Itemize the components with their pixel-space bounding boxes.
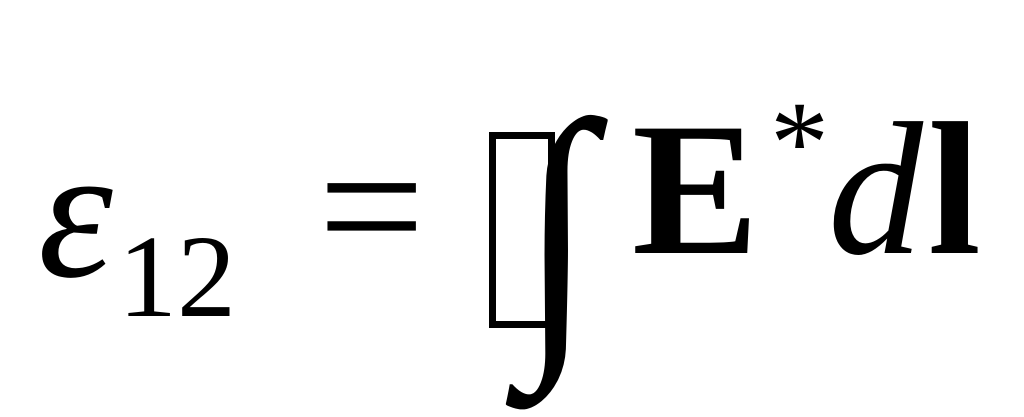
missing-glyph-box [489,132,555,328]
emf-subscript: 12 [118,211,236,342]
electric-field-symbol: E [632,85,759,295]
superscript-star: * [770,77,829,208]
line-element-symbol: l [928,85,981,295]
contour-integral-sign: ∫ [520,62,594,394]
equals-sign: = [318,102,426,312]
emf-symbol: ε [38,108,113,318]
differential-symbol: d [828,85,923,295]
